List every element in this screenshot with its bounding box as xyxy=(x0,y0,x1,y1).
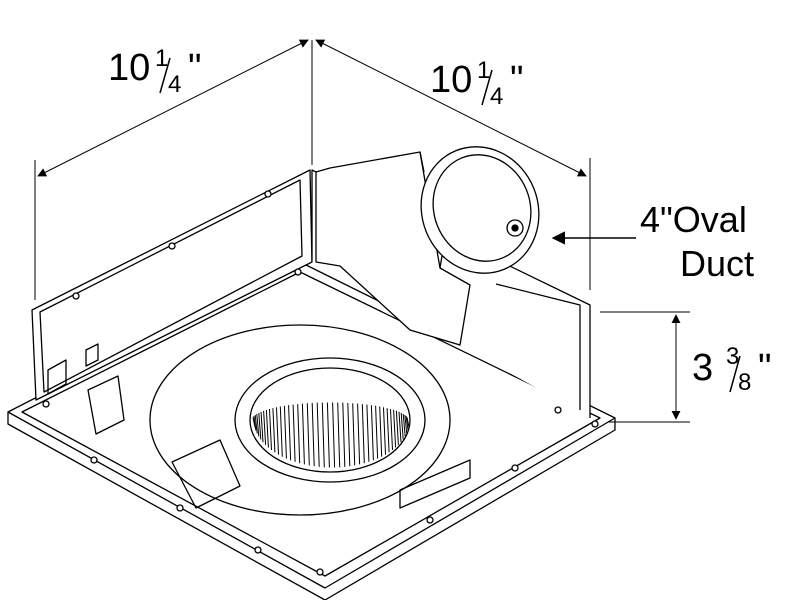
blower-blade xyxy=(352,403,356,466)
dimension-line-right xyxy=(315,39,587,177)
duct-callout-line2: Duct xyxy=(680,243,754,284)
width-left-numerator: 1 xyxy=(155,45,168,72)
duct-callout-line1: 4"Oval xyxy=(640,199,747,240)
blower-blade xyxy=(357,403,361,465)
blower-blade xyxy=(306,403,310,466)
width-right-numerator: 1 xyxy=(477,57,490,84)
blower-blade xyxy=(383,407,386,455)
blower-blade xyxy=(252,417,256,428)
width-right-denominator: 4 xyxy=(490,83,503,110)
blower-blade xyxy=(379,406,383,457)
blower-blade xyxy=(265,409,269,448)
blower-blade xyxy=(316,402,320,467)
width-right-unit: " xyxy=(510,59,524,101)
blower-blade xyxy=(347,402,351,467)
blower-blade xyxy=(400,412,404,440)
blower-blade xyxy=(260,411,264,443)
blower-blade xyxy=(253,416,257,431)
dimension-line-left xyxy=(37,39,309,177)
blower-blade xyxy=(393,409,397,448)
blower-blade xyxy=(272,408,276,453)
blower-blade xyxy=(337,402,341,468)
dimension-height: 3 3 8 " xyxy=(600,311,772,423)
blower-blade xyxy=(406,417,410,428)
electrical-box xyxy=(47,343,471,509)
blower-blade xyxy=(390,408,393,451)
blower-blade xyxy=(283,405,287,459)
blower-blade xyxy=(254,414,258,434)
duct-connector xyxy=(315,146,540,346)
height-unit: " xyxy=(758,347,772,389)
blower-blade xyxy=(404,414,408,434)
blower-blade xyxy=(321,402,325,468)
blower-blade xyxy=(370,405,374,461)
width-left-unit: " xyxy=(188,47,202,89)
width-left-denominator: 4 xyxy=(168,71,181,98)
height-numerator: 3 xyxy=(726,343,739,370)
blower-blade xyxy=(263,410,267,445)
blower-blade xyxy=(375,405,379,459)
height-whole: 3 xyxy=(692,347,713,389)
blower-blade xyxy=(311,402,315,467)
mounting-holes xyxy=(42,190,599,576)
blower-blade xyxy=(276,407,279,455)
blower-blade xyxy=(395,410,399,445)
blower-blade xyxy=(326,402,330,468)
blower-blade xyxy=(342,402,346,467)
width-right-whole: 10 xyxy=(430,59,472,101)
blower-blade xyxy=(366,404,370,462)
blower-blade xyxy=(361,404,365,464)
height-denominator: 8 xyxy=(738,369,751,396)
dimension-width-left: 10 1 4 " xyxy=(34,39,313,300)
fan-housing xyxy=(7,146,616,600)
duct-collar-inner xyxy=(432,154,532,262)
duct-callout: 4"Oval Duct xyxy=(551,199,754,284)
blower-blade xyxy=(301,403,305,465)
blower-blade xyxy=(386,408,390,453)
blower-blade xyxy=(292,404,296,462)
blower-blade xyxy=(398,411,402,443)
blower-blade xyxy=(332,402,336,468)
blower-opening xyxy=(149,324,451,516)
blower-blade xyxy=(402,413,406,437)
blower-wheel xyxy=(252,402,410,468)
blower-blade xyxy=(258,412,262,440)
blower-blade xyxy=(269,408,272,451)
duct-collar-outer xyxy=(420,146,540,274)
blower-blade xyxy=(297,404,301,464)
blower-blade xyxy=(288,405,292,461)
blower-blade xyxy=(256,413,260,437)
blower-blade xyxy=(279,406,283,457)
dimension-width-right: 10 1 4 " xyxy=(315,39,591,290)
blower-blade xyxy=(405,416,409,431)
width-left-whole: 10 xyxy=(108,47,150,89)
